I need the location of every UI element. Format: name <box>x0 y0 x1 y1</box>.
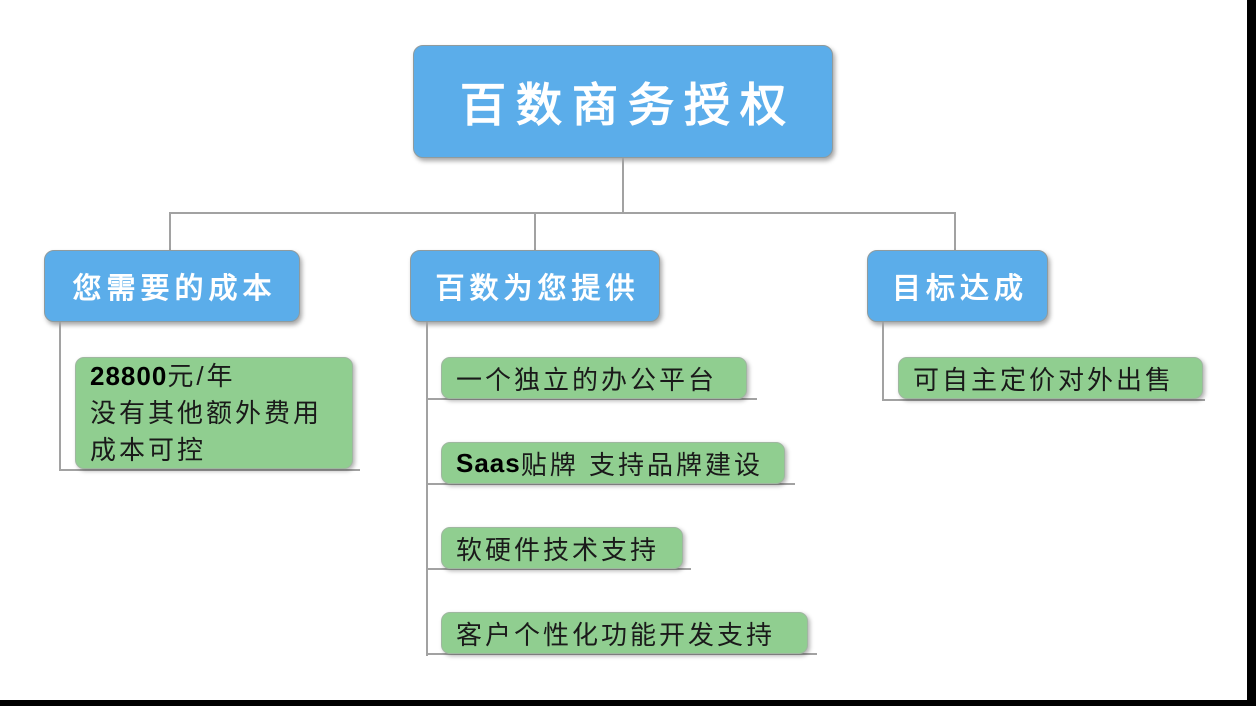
connector-provide-underline-4 <box>426 653 817 655</box>
leaf-node-resell[interactable]: 可自主定价对外出售 <box>898 357 1203 399</box>
slide-edge-right <box>1247 0 1256 706</box>
leaf-tech-support-label: 软硬件技术支持 <box>456 534 660 565</box>
leaf-custom-dev-label: 客户个性化功能开发支持 <box>456 619 776 650</box>
branch-node-provide[interactable]: 百数为您提供 <box>410 250 660 322</box>
leaf-node-office-platform[interactable]: 一个独立的办公平台 <box>441 357 747 399</box>
branch-node-cost[interactable]: 您需要的成本 <box>44 250 300 322</box>
branch-node-goal[interactable]: 目标达成 <box>867 250 1048 322</box>
leaf-office-platform-label: 一个独立的办公平台 <box>456 364 718 395</box>
leaf-node-tech-support[interactable]: 软硬件技术支持 <box>441 527 683 569</box>
root-node[interactable]: 百数商务授权 <box>413 45 833 158</box>
connector-provide-underline-2 <box>426 483 795 485</box>
leaf-saas-branding-label: 贴牌 支持品牌建设 <box>520 449 763 480</box>
branch-node-cost-label: 您需要的成本 <box>72 273 277 305</box>
leaf-cost-line1: 28800元/年 <box>90 358 236 395</box>
leaf-node-cost-details[interactable]: 28800元/年 没有其他额外费用 成本可控 <box>75 357 353 469</box>
connector-branch1-drop <box>169 212 171 250</box>
slide-edge-bottom <box>0 700 1256 706</box>
leaf-node-custom-dev[interactable]: 客户个性化功能开发支持 <box>441 612 808 654</box>
leaf-cost-line2: 没有其他额外费用 <box>90 397 323 428</box>
connector-provide-vertical <box>426 322 428 656</box>
leaf-resell-label: 可自主定价对外出售 <box>913 364 1175 395</box>
leaf-cost-price-bold: 28800 <box>90 360 168 391</box>
connector-root-vertical <box>622 158 624 214</box>
root-node-label: 百数商务授权 <box>460 78 796 131</box>
connector-goal-vertical <box>882 322 884 401</box>
leaf-cost-price-unit: 元/年 <box>167 360 236 391</box>
connector-goal-underline <box>882 399 1205 401</box>
connector-provide-underline-3 <box>426 568 691 570</box>
leaf-cost-line3: 成本可控 <box>90 434 207 465</box>
connector-branch3-drop <box>954 212 956 250</box>
branch-node-goal-label: 目标达成 <box>891 273 1028 305</box>
connector-branch2-drop <box>534 212 536 250</box>
connector-provide-underline-1 <box>426 398 757 400</box>
connector-cost-vertical <box>59 322 61 471</box>
branch-node-provide-label: 百数为您提供 <box>435 273 640 305</box>
connector-cost-underline <box>59 469 360 471</box>
connector-branches-horizontal <box>169 212 956 214</box>
leaf-saas-bold: Saas <box>456 447 521 478</box>
